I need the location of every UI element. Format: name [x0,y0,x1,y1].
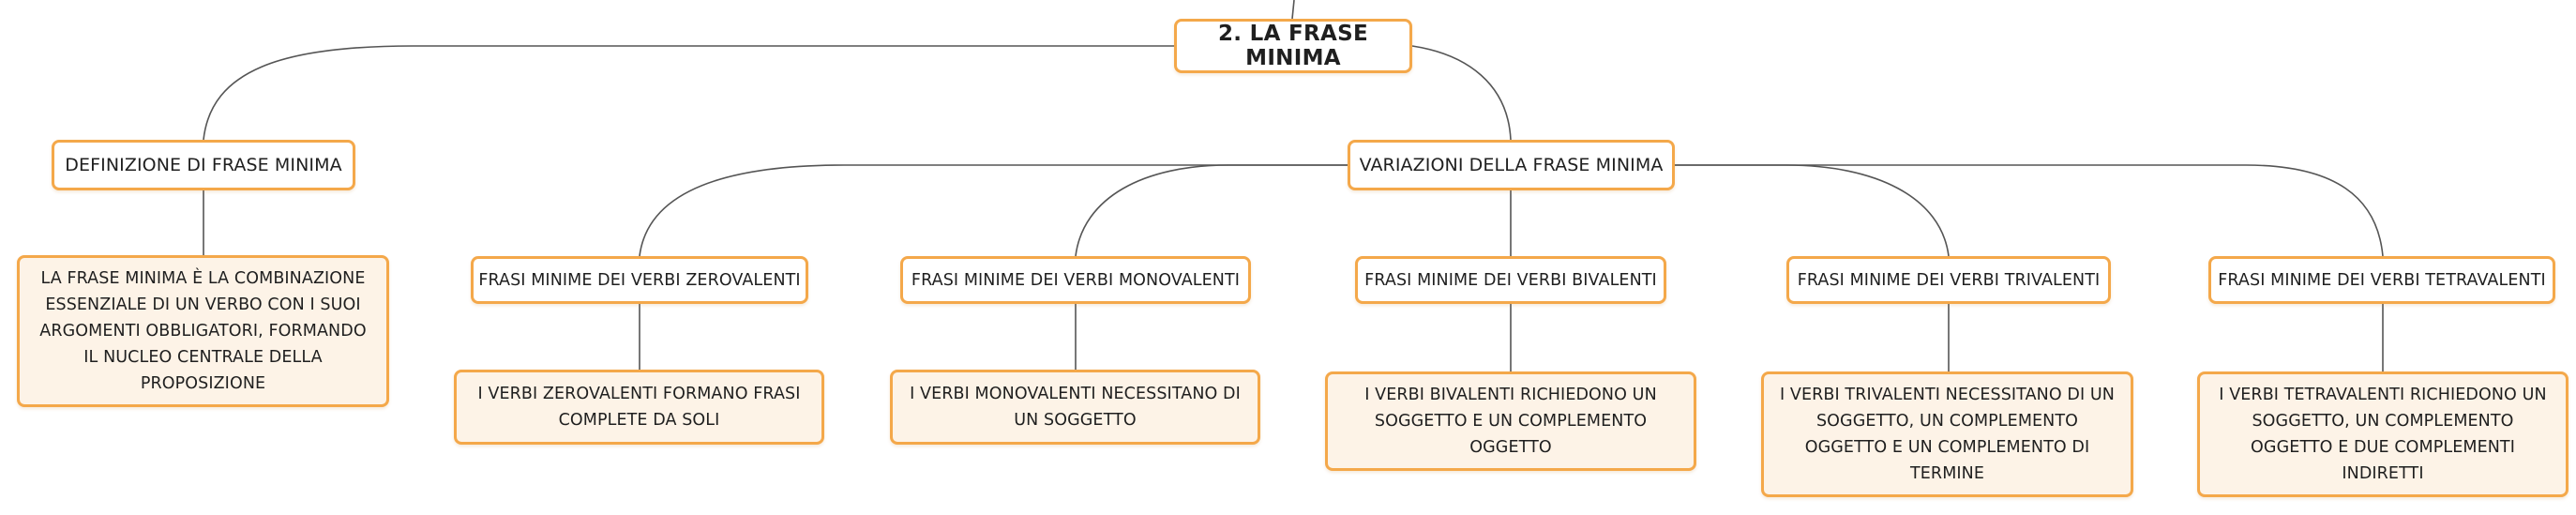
bivalenti-label: FRASI MINIME DEI VERBI BIVALENTI [1364,270,1657,290]
tetravalenti-node[interactable]: FRASI MINIME DEI VERBI TETRAVALENTI [2208,256,2555,304]
bivalenti-text-node[interactable]: I VERBI BIVALENTI RICHIEDONO UN SOGGETTO… [1325,371,1696,471]
definition-text-node[interactable]: LA FRASE MINIMA È LA COMBINAZIONE ESSENZ… [17,255,389,407]
zerovalenti-label: FRASI MINIME DEI VERBI ZEROVALENTI [478,270,801,290]
connector-root-variations [1411,45,1512,141]
zerovalenti-text-node[interactable]: I VERBI ZEROVALENTI FORMANO FRASI COMPLE… [454,370,824,445]
monovalenti-text-node[interactable]: I VERBI MONOVALENTI NECESSITANO DI UN SO… [890,370,1260,445]
connector-variations-monovalenti [1075,164,1348,257]
bivalenti-node[interactable]: FRASI MINIME DEI VERBI BIVALENTI [1355,256,1666,304]
trivalenti-text: I VERBI TRIVALENTI NECESSITANO DI UN SOG… [1779,386,2116,483]
monovalenti-text: I VERBI MONOVALENTI NECESSITANO DI UN SO… [910,385,1241,430]
definition-text: LA FRASE MINIMA È LA COMBINAZIONE ESSENZ… [39,269,367,393]
bivalenti-text: I VERBI BIVALENTI RICHIEDONO UN SOGGETTO… [1364,386,1657,457]
tetravalenti-text-node[interactable]: I VERBI TETRAVALENTI RICHIEDONO UN SOGGE… [2197,371,2568,497]
connector-root-definition [203,45,1174,141]
monovalenti-label: FRASI MINIME DEI VERBI MONOVALENTI [911,270,1241,290]
zerovalenti-node[interactable]: FRASI MINIME DEI VERBI ZEROVALENTI [471,256,808,304]
tetravalenti-text: I VERBI TETRAVALENTI RICHIEDONO UN SOGGE… [2219,386,2547,483]
definition-node[interactable]: DEFINIZIONE DI FRASE MINIMA [52,140,355,190]
trivalenti-node[interactable]: FRASI MINIME DEI VERBI TRIVALENTI [1786,256,2111,304]
connector-parent [1291,0,1295,20]
root-node[interactable]: 2. LA FRASE MINIMA [1174,19,1412,73]
variations-node[interactable]: VARIAZIONI DELLA FRASE MINIMA [1348,140,1675,190]
tetravalenti-label: FRASI MINIME DEI VERBI TETRAVALENTI [2218,270,2546,290]
connector-variations-trivalenti [1675,164,1950,257]
root-label: 2. LA FRASE MINIMA [1217,22,1368,70]
zerovalenti-text: I VERBI ZEROVALENTI FORMANO FRASI COMPLE… [477,385,801,430]
monovalenti-node[interactable]: FRASI MINIME DEI VERBI MONOVALENTI [900,256,1251,304]
definition-label: DEFINIZIONE DI FRASE MINIMA [65,155,342,175]
trivalenti-text-node[interactable]: I VERBI TRIVALENTI NECESSITANO DI UN SOG… [1761,371,2133,497]
connector-variations-tetravalenti [1675,164,2384,257]
connector-variations-zerovalenti [639,164,1348,257]
variations-label: VARIAZIONI DELLA FRASE MINIMA [1359,155,1664,175]
trivalenti-label: FRASI MINIME DEI VERBI TRIVALENTI [1797,270,2101,290]
